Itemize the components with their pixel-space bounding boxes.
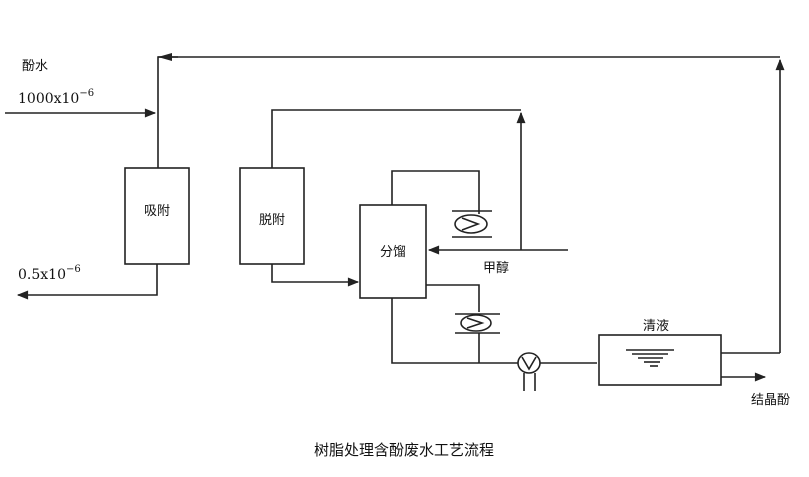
desorption-label: 脱附 <box>259 213 285 228</box>
feed-name-label: 酚水 <box>22 59 48 74</box>
top-return-line <box>157 53 785 353</box>
crystal-phenol-label: 结晶酚 <box>751 393 790 408</box>
cooler-icon <box>517 352 541 391</box>
condenser-loop <box>391 170 480 214</box>
desorption-column <box>239 167 305 265</box>
condenser-icon <box>452 210 492 238</box>
crystallizer-unit: 清液 结晶酚 <box>598 319 790 408</box>
clear-liquid-label: 清液 <box>643 319 669 334</box>
feed-concentration-label: 1000x10−6 <box>18 88 94 107</box>
adsorption-unit: 吸附 0.5x10−6 <box>16 167 190 300</box>
distillation-unit: 分馏 甲醇 <box>359 170 568 364</box>
methanol-label: 甲醇 <box>483 260 509 276</box>
reboiler-icon <box>455 313 500 334</box>
reboiler-loop <box>426 284 480 312</box>
adsorption-column <box>124 167 190 265</box>
desorption-top-line <box>271 109 521 168</box>
diagram-title: 树脂处理含酚废水工艺流程 <box>314 441 494 459</box>
crystallizer-tank <box>598 334 722 386</box>
recycle-line-top <box>157 56 780 168</box>
outlet-concentration-label: 0.5x10−6 <box>18 264 81 283</box>
recycle-arrow-left <box>158 53 172 61</box>
distillation-label: 分馏 <box>380 245 406 260</box>
distillation-column <box>359 204 427 299</box>
liquid-level-icon <box>626 349 674 367</box>
feed-stream: 酚水 1000x10−6 <box>5 59 157 118</box>
adsorption-label: 吸附 <box>144 204 170 219</box>
desorption-unit: 脱附 <box>239 109 526 287</box>
bottom-product-line <box>391 298 520 364</box>
desorption-to-distillation <box>271 264 360 287</box>
treated-water-outlet <box>16 264 158 300</box>
